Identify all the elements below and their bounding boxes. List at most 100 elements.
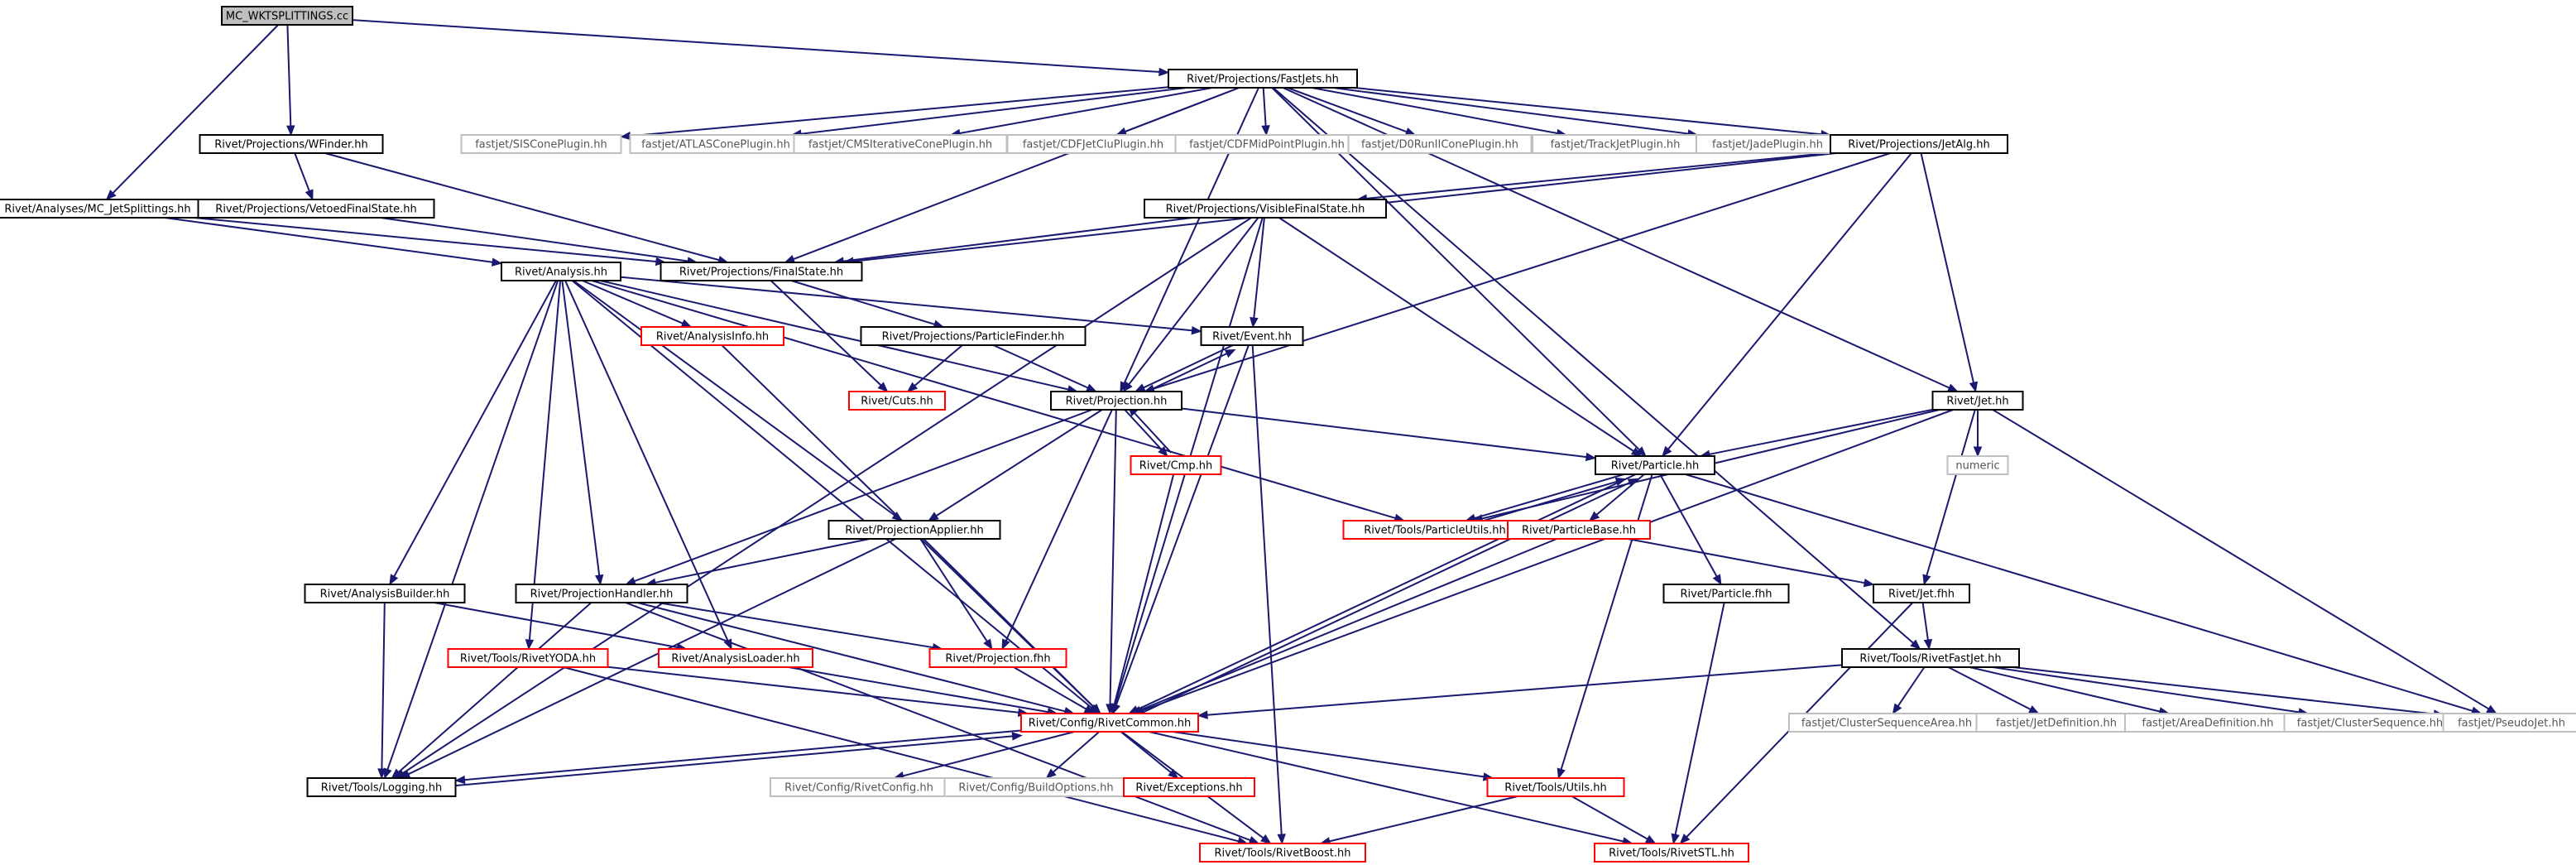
node-particleutils[interactable]: Rivet/Tools/ParticleUtils.hh	[1342, 520, 1528, 540]
node-particle[interactable]: Rivet/Particle.hh	[1595, 455, 1715, 475]
node-box-numeric[interactable]	[1946, 455, 2009, 475]
node-box-particlebase[interactable]	[1507, 520, 1651, 540]
node-box-visible[interactable]	[1144, 199, 1387, 219]
node-jetalg[interactable]: Rivet/Projections/JetAlg.hh	[1830, 134, 2008, 154]
node-box-utils[interactable]	[1486, 777, 1625, 797]
node-projapplier[interactable]: Rivet/ProjectionApplier.hh	[827, 520, 1001, 540]
edge-root-to-fastjets	[352, 19, 1160, 73]
edge-projhandler-to-projfhh	[657, 602, 933, 649]
node-box-event[interactable]	[1200, 326, 1304, 346]
node-vetoed[interactable]: Rivet/Projections/VetoedFinalState.hh	[197, 199, 435, 219]
node-particlefinder[interactable]: Rivet/Projections/ParticleFinder.hh	[860, 326, 1087, 346]
node-analysisbuilder[interactable]: Rivet/AnalysisBuilder.hh	[304, 584, 466, 603]
node-rivetcommon[interactable]: Rivet/Config/RivetCommon.hh	[1020, 713, 1199, 733]
node-box-particlefhh[interactable]	[1662, 584, 1790, 603]
node-rivetyoda[interactable]: Rivet/Tools/RivetYODA.hh	[447, 648, 609, 668]
node-cmsit[interactable]: fastjet/CMSIterativeConePlugin.hh	[793, 134, 1008, 154]
node-numeric[interactable]: numeric	[1946, 455, 2009, 475]
node-trackjet[interactable]: fastjet/TrackJetPlugin.hh	[1532, 134, 1699, 154]
node-rivetstl[interactable]: Rivet/Tools/RivetSTL.hh	[1594, 843, 1749, 863]
node-jetfhh[interactable]: Rivet/Jet.fhh	[1873, 584, 1970, 603]
edge-particleutils-to-particle	[1466, 480, 1617, 526]
node-box-siscone[interactable]	[460, 134, 622, 154]
node-box-d0run[interactable]	[1347, 134, 1533, 154]
node-utils[interactable]: Rivet/Tools/Utils.hh	[1486, 777, 1625, 797]
node-jet[interactable]: Rivet/Jet.hh	[1931, 391, 2024, 411]
arrowhead-projhandler-to-logging	[391, 768, 402, 779]
node-cmp[interactable]: Rivet/Cmp.hh	[1130, 455, 1222, 475]
node-clusterseq[interactable]: fastjet/ClusterSequence.hh	[2283, 713, 2457, 733]
node-box-wfinder[interactable]	[199, 134, 384, 154]
node-jade[interactable]: fastjet/JadePlugin.hh	[1696, 134, 1840, 154]
node-box-pseudojet[interactable]	[2442, 713, 2576, 733]
edge-analysis-to-projhandler	[561, 280, 601, 576]
node-cuts[interactable]: Rivet/Cuts.hh	[848, 391, 946, 411]
node-exceptions[interactable]: Rivet/Exceptions.hh	[1123, 777, 1255, 797]
node-box-projection[interactable]	[1050, 391, 1182, 411]
node-box-analysis[interactable]	[501, 262, 621, 281]
node-box-rivetboost[interactable]	[1199, 843, 1366, 863]
node-rivetboost[interactable]: Rivet/Tools/RivetBoost.hh	[1199, 843, 1366, 863]
node-box-finalstate[interactable]	[660, 262, 863, 281]
node-analysis[interactable]: Rivet/Analysis.hh	[501, 262, 621, 281]
edge-rivetfastjet-to-pseudojet	[2012, 666, 2434, 715]
node-box-vetoed[interactable]	[197, 199, 435, 219]
node-box-rivetfastjet[interactable]	[1841, 648, 2020, 668]
node-projhandler[interactable]: Rivet/ProjectionHandler.hh	[515, 584, 688, 603]
node-areadef[interactable]: fastjet/AreaDefinition.hh	[2124, 713, 2291, 733]
arrowhead-finalstate-to-cuts	[877, 382, 889, 392]
node-projection[interactable]: Rivet/Projection.hh	[1050, 391, 1182, 411]
node-label-root: MC_WKTSPLITTINGS.cc	[226, 11, 348, 23]
node-box-cmp[interactable]	[1130, 455, 1222, 475]
node-csarea[interactable]: fastjet/ClusterSequenceArea.hh	[1788, 713, 1985, 733]
node-d0run[interactable]: fastjet/D0RunIIConePlugin.hh	[1347, 134, 1533, 154]
node-root[interactable]: MC_WKTSPLITTINGS.cc	[221, 6, 353, 26]
node-finalstate[interactable]: Rivet/Projections/FinalState.hh	[660, 262, 863, 281]
node-label-utils: Rivet/Tools/Utils.hh	[1504, 782, 1606, 795]
node-box-logging[interactable]	[306, 777, 457, 797]
node-rivetfastjet[interactable]: Rivet/Tools/RivetFastJet.hh	[1841, 648, 2020, 668]
node-rivetconfig[interactable]: Rivet/Config/RivetConfig.hh	[770, 777, 948, 797]
node-projfhh[interactable]: Rivet/Projection.fhh	[928, 648, 1067, 668]
node-box-jetfhh[interactable]	[1873, 584, 1970, 603]
node-box-jet[interactable]	[1931, 391, 2024, 411]
node-logging[interactable]: Rivet/Tools/Logging.hh	[306, 777, 457, 797]
node-box-projfhh[interactable]	[928, 648, 1067, 668]
node-atlascone[interactable]: fastjet/ATLASConePlugin.hh	[629, 134, 803, 154]
node-particlebase[interactable]: Rivet/ParticleBase.hh	[1507, 520, 1651, 540]
node-wfinder[interactable]: Rivet/Projections/WFinder.hh	[199, 134, 384, 154]
node-box-exceptions[interactable]	[1123, 777, 1255, 797]
edge-rivetcommon-to-rivetstl	[1149, 731, 1624, 843]
node-particlefhh[interactable]: Rivet/Particle.fhh	[1662, 584, 1790, 603]
node-event[interactable]: Rivet/Event.hh	[1200, 326, 1304, 346]
arrowhead-projapplier-to-projfhh	[983, 638, 993, 651]
node-box-root[interactable]	[221, 6, 353, 26]
edge-analysis-to-analysisinfo	[582, 280, 684, 324]
node-analysisloader[interactable]: Rivet/AnalysisLoader.hh	[658, 648, 813, 668]
node-box-jetalg[interactable]	[1830, 134, 2008, 154]
node-cdfjetclu[interactable]: fastjet/CDFJetCluPlugin.hh	[1006, 134, 1180, 154]
node-box-rivetstl[interactable]	[1594, 843, 1749, 863]
node-analysisinfo[interactable]: Rivet/AnalysisInfo.hh	[640, 326, 784, 346]
node-box-analysisloader[interactable]	[658, 648, 813, 668]
edge-rivetcommon-to-utils	[1172, 731, 1485, 778]
node-siscone[interactable]: fastjet/SISConePlugin.hh	[460, 134, 622, 154]
node-cdfmid[interactable]: fastjet/CDFMidPointPlugin.hh	[1174, 134, 1360, 154]
node-box-rivetyoda[interactable]	[447, 648, 609, 668]
node-mcjet[interactable]: Rivet/Analyses/MC_JetSplittings.hh	[0, 199, 208, 219]
node-box-analysisbuilder[interactable]	[304, 584, 466, 603]
node-visible[interactable]: Rivet/Projections/VisibleFinalState.hh	[1144, 199, 1387, 219]
node-box-projhandler[interactable]	[515, 584, 688, 603]
node-box-rivetcommon[interactable]	[1020, 713, 1199, 733]
arrowhead-particle-to-utils	[1557, 767, 1566, 780]
node-box-fastjets[interactable]	[1168, 69, 1358, 89]
node-box-cuts[interactable]	[848, 391, 946, 411]
node-pseudojet[interactable]: fastjet/PseudoJet.hh	[2442, 713, 2576, 733]
node-box-projapplier[interactable]	[827, 520, 1001, 540]
node-box-analysisinfo[interactable]	[640, 326, 784, 346]
node-box-particle[interactable]	[1595, 455, 1715, 475]
node-buildoptions[interactable]: Rivet/Config/BuildOptions.hh	[943, 777, 1129, 797]
node-box-particlefinder[interactable]	[860, 326, 1087, 346]
node-fastjets[interactable]: Rivet/Projections/FastJets.hh	[1168, 69, 1358, 89]
node-jetdef[interactable]: fastjet/JetDefinition.hh	[1975, 713, 2137, 733]
